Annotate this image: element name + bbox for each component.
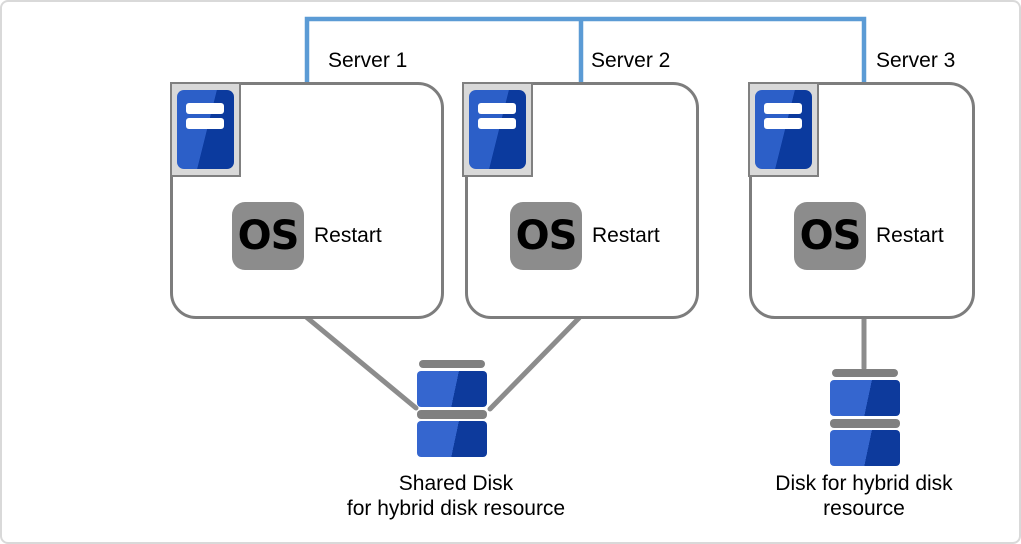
server-icon-slot xyxy=(764,103,802,114)
server-icon-slot xyxy=(764,118,802,129)
shared-disk-label: Shared Disk for hybrid disk resource xyxy=(296,471,616,521)
disk-divider xyxy=(417,410,487,419)
server-icon-slot xyxy=(186,118,224,129)
shared-disk-label-line1: Shared Disk xyxy=(398,472,514,495)
disk-divider xyxy=(830,419,900,428)
disk-platter xyxy=(417,371,487,407)
disk-platter xyxy=(417,421,487,457)
server3-label: Server 3 xyxy=(876,49,956,72)
server-icon-slot xyxy=(186,103,224,114)
server-icon-body xyxy=(469,90,526,169)
server2-os-row: OS Restart xyxy=(510,202,660,270)
server2-label: Server 2 xyxy=(591,49,671,72)
restart-label: Restart xyxy=(876,224,944,247)
server1-label: Server 1 xyxy=(328,49,408,72)
hybrid-disk-label-line1: Disk for hybrid disk xyxy=(775,472,953,495)
server1-os-row: OS Restart xyxy=(232,202,382,270)
server3-rack-icon xyxy=(748,82,819,177)
disk-platter xyxy=(830,430,900,466)
os-badge-icon: OS xyxy=(232,202,304,270)
server3-os-row: OS Restart xyxy=(794,202,944,270)
disk-platter xyxy=(830,380,900,416)
disk-cap xyxy=(419,360,485,368)
disk-cap xyxy=(832,369,898,377)
server-icon-slot xyxy=(478,103,516,114)
network-line xyxy=(304,16,867,84)
shared-disk-icon xyxy=(417,360,487,458)
server1-rack-icon xyxy=(170,82,241,177)
os-badge-icon: OS xyxy=(794,202,866,270)
shared-disk-label-line2: for hybrid disk resource xyxy=(346,497,566,520)
restart-label: Restart xyxy=(314,224,382,247)
server-icon-body xyxy=(177,90,234,169)
os-badge-icon: OS xyxy=(510,202,582,270)
restart-label: Restart xyxy=(592,224,660,247)
server-icon-slot xyxy=(478,118,516,129)
connector-server1-shared-disk-line xyxy=(302,313,419,411)
hybrid-disk-label: Disk for hybrid disk resource xyxy=(754,471,974,521)
server-icon-body xyxy=(755,90,812,169)
server2-rack-icon xyxy=(462,82,533,177)
server2-box xyxy=(465,82,699,319)
hybrid-disk-label-line2: resource xyxy=(823,497,905,520)
connector-server2-shared-disk-line xyxy=(487,315,582,412)
hybrid-disk-icon xyxy=(830,369,900,467)
